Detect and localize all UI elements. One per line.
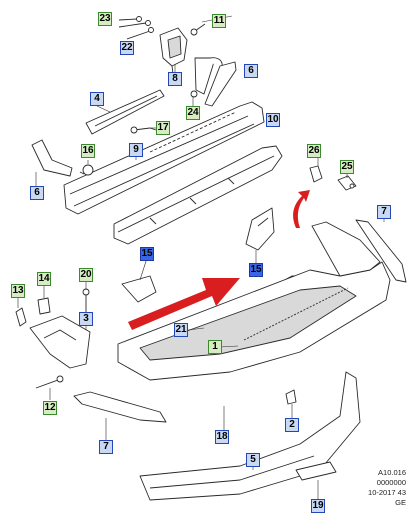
impact-absorber-10 (113, 145, 283, 245)
drawing-reference-stamp: A10.016 0000000 10-2017 43 GE (368, 468, 406, 508)
callout-7-left: 7 (99, 440, 113, 454)
reflector-7-left (73, 391, 167, 423)
callout-15-left: 15 (140, 247, 154, 261)
callout-8: 8 (168, 72, 182, 86)
callout-7-right: 7 (377, 205, 391, 219)
callout-13: 13 (11, 284, 25, 298)
deflector-6-left (31, 139, 73, 177)
callout-25: 25 (340, 160, 354, 174)
cap-2 (285, 389, 297, 405)
stamp-line-2: 0000000 (376, 478, 406, 487)
stamp-line-4: GE (395, 498, 406, 507)
callout-16: 16 (81, 144, 95, 158)
bolt-11 (190, 23, 206, 36)
callout-20: 20 (79, 268, 93, 282)
callout-11: 11 (212, 14, 226, 28)
deflector-6-upper (204, 61, 237, 107)
clip-25 (337, 175, 357, 191)
callout-3: 3 (79, 312, 93, 326)
callout-15-right: 15 (249, 263, 263, 277)
stamp-line-3: 10-2017 43 (368, 488, 406, 497)
callout-6-left: 6 (30, 186, 44, 200)
callout-23: 23 (98, 12, 112, 26)
callout-18: 18 (215, 430, 229, 444)
clip-13 (15, 307, 27, 327)
bolt-12 (35, 375, 64, 389)
stamp-line-1: A10.016 (378, 468, 406, 477)
reinforcement-beam-9 (63, 101, 265, 215)
callout-14: 14 (37, 272, 51, 286)
bolt-20 (82, 288, 90, 314)
bracket-3 (29, 315, 91, 369)
clip-direction-arrow (293, 190, 310, 228)
lower-valance-5 (139, 371, 361, 501)
pin-16 (79, 164, 94, 176)
callout-26: 26 (307, 144, 321, 158)
callout-21: 21 (174, 323, 188, 337)
callout-22: 22 (120, 41, 134, 55)
bolt-17 (130, 126, 157, 134)
callout-1: 1 (208, 340, 222, 354)
callout-5: 5 (246, 453, 260, 467)
reflector-7-right (355, 219, 407, 283)
bracket-15-left (121, 275, 157, 303)
screw-23 (118, 16, 151, 28)
callout-4: 4 (90, 92, 104, 106)
bolt-22 (126, 27, 154, 40)
mounting-bracket-8 (159, 27, 188, 83)
callout-17: 17 (156, 121, 170, 135)
callout-2: 2 (285, 418, 299, 432)
callout-6-top: 6 (244, 64, 258, 78)
callout-10: 10 (266, 113, 280, 127)
retainer-14 (37, 297, 51, 315)
callout-19: 19 (311, 499, 325, 513)
bracket-15-right (245, 207, 275, 251)
assembly-direction-arrow (128, 278, 240, 330)
bumper-cover-1 (117, 221, 391, 381)
bracket-4 (85, 89, 165, 135)
callout-24: 24 (186, 106, 200, 120)
callout-12: 12 (43, 401, 57, 415)
plate-19 (295, 461, 337, 481)
clip-26 (309, 165, 323, 183)
callout-9: 9 (129, 143, 143, 157)
